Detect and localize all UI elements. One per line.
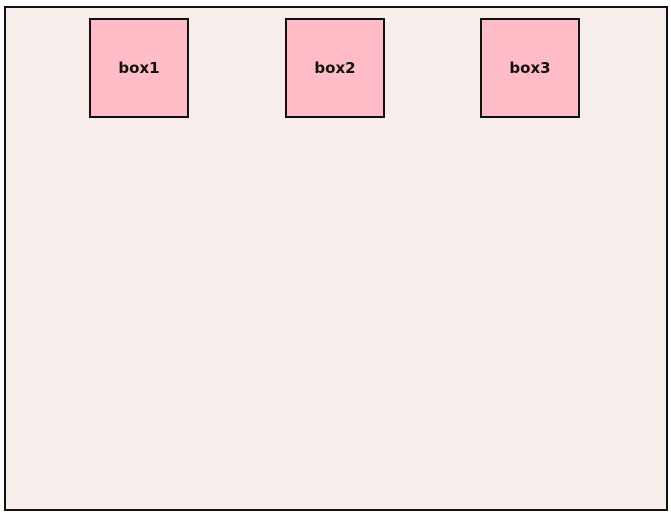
- box-2: box2: [285, 18, 385, 118]
- box-3: box3: [480, 18, 580, 118]
- box-1: box1: [89, 18, 189, 118]
- box-3-label: box3: [509, 59, 551, 77]
- flex-container: box1 box2 box3: [4, 6, 668, 511]
- box-2-label: box2: [314, 59, 356, 77]
- box-1-label: box1: [118, 59, 160, 77]
